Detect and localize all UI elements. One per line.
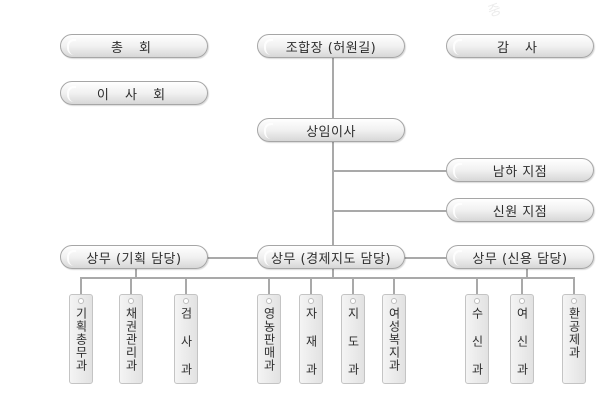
dept-label: 여 신 과 — [515, 307, 529, 376]
dept-box-guidance: 지 도 과 — [341, 294, 365, 384]
connector-dept-drop — [521, 278, 523, 294]
auditor-box: 감 사 — [446, 34, 594, 58]
connector-branch-sinwon — [333, 210, 449, 212]
dept-box-farm-sales: 영농판매과 — [257, 294, 281, 384]
dept-label: 환공제과 — [567, 307, 581, 359]
connector-dept-drop — [130, 278, 132, 294]
dept-dot — [350, 298, 356, 304]
dept-dot — [474, 298, 480, 304]
connector-dept-drop — [352, 278, 354, 294]
branch-namha-box: 남하 지점 — [446, 158, 594, 182]
executive-planning-box: 상무 (기획 담당) — [60, 245, 208, 269]
connector-credit-down — [526, 268, 528, 277]
dept-dot — [78, 298, 84, 304]
dept-label: 영농판매과 — [262, 307, 276, 372]
general-assembly-box: 총 회 — [60, 34, 208, 58]
dept-box-planning-general: 기획총무과 — [69, 294, 93, 384]
dept-dot — [519, 298, 525, 304]
dept-box-materials: 자 재 과 — [299, 294, 323, 384]
branch-sinwon-box: 신원 지점 — [446, 198, 594, 222]
connector-departments-bus — [80, 277, 575, 279]
connector-dept-drop — [573, 278, 575, 294]
connector-dept-drop — [476, 278, 478, 294]
dept-label: 수 신 과 — [470, 307, 484, 376]
dept-label: 기획총무과 — [74, 307, 88, 372]
executive-economic-box: 상무 (경제지도 담당) — [257, 245, 405, 269]
connector-dept-drop — [185, 278, 187, 294]
watermark: 중 — [485, 1, 504, 21]
connector-dept-drop — [80, 278, 82, 294]
dept-box-debt-management: 채권관리과 — [119, 294, 143, 384]
connector-dept-drop — [268, 278, 270, 294]
dept-dot — [183, 298, 189, 304]
board-box: 이 사 회 — [60, 81, 208, 105]
connector-dept-drop — [310, 278, 312, 294]
executive-credit-box: 상무 (신용 담당) — [446, 245, 594, 269]
dept-dot — [308, 298, 314, 304]
dept-dot — [571, 298, 577, 304]
dept-box-mutual-aid: 환공제과 — [562, 294, 586, 384]
dept-label: 지 도 과 — [346, 307, 360, 376]
dept-dot — [391, 298, 397, 304]
connector-economic-down — [332, 268, 334, 277]
dept-box-deposits: 수 신 과 — [465, 294, 489, 384]
dept-dot — [128, 298, 134, 304]
dept-box-women-welfare: 여성복지과 — [382, 294, 406, 384]
dept-box-inspection: 검 사 과 — [174, 294, 198, 384]
dept-label: 채권관리과 — [124, 307, 138, 372]
dept-box-loans: 여 신 과 — [510, 294, 534, 384]
dept-label: 자 재 과 — [304, 307, 318, 376]
connector-planning-down — [135, 268, 137, 277]
standing-director-box: 상임이사 — [257, 118, 405, 142]
dept-label: 여성복지과 — [387, 307, 401, 372]
president-box: 조합장 (허원길) — [257, 34, 405, 58]
dept-label: 검 사 과 — [179, 307, 193, 376]
dept-dot — [266, 298, 272, 304]
connector-dept-drop — [393, 278, 395, 294]
connector-branch-namha — [333, 170, 449, 172]
connector-trunk — [332, 58, 334, 246]
